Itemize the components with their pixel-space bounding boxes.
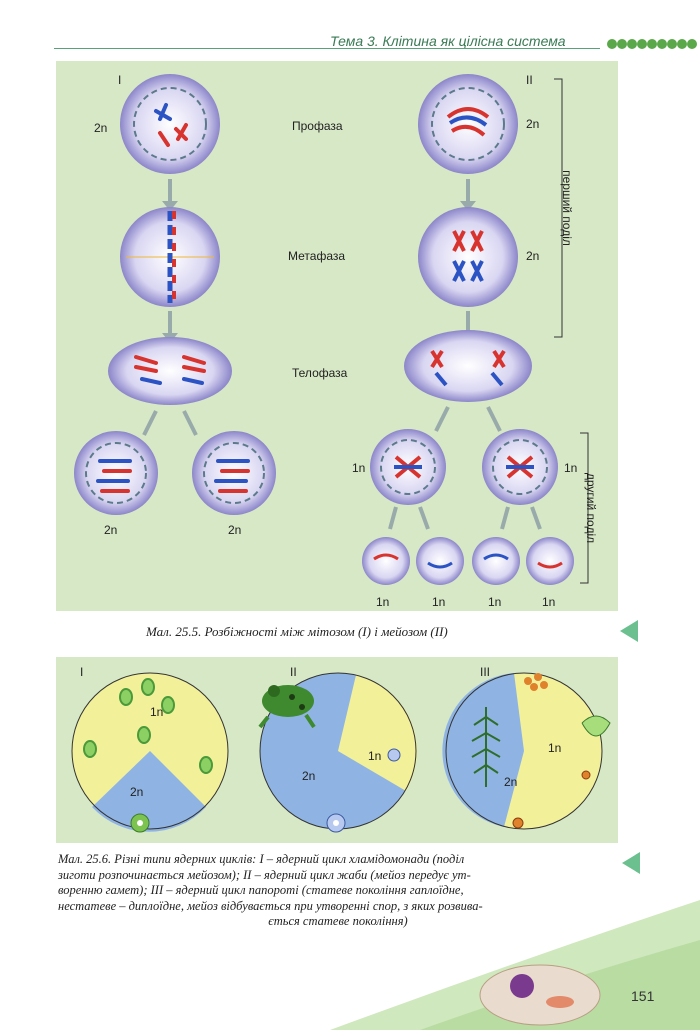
ploidy-label: 1n <box>548 741 562 755</box>
gametophyte-icon <box>581 715 611 737</box>
cycle-chlamydomonas <box>71 672 229 833</box>
roman-numeral-2: II <box>290 665 297 679</box>
ploidy-label: 2n <box>130 785 144 799</box>
ploidy-label: 1n <box>564 461 578 475</box>
gamete-cells <box>362 537 574 585</box>
ploidy-label: 1n <box>150 705 164 719</box>
figure-nuclear-cycles: I II III 1n 2n 1n 2n 1n 2n <box>56 657 618 843</box>
ploidy-label: 2n <box>302 769 316 783</box>
ploidy-label: 2n <box>94 121 108 135</box>
phase-label-telophase: Телофаза <box>292 366 348 380</box>
bracket-label-second-division: другий поділ <box>584 472 598 544</box>
ploidy-label: 1n <box>368 749 382 763</box>
caption-line: нестатеве – диплоїдне, мейоз відбуваєтьс… <box>58 898 483 913</box>
roman-numeral-meiosis: II <box>526 73 533 87</box>
ploidy-label: 2n <box>228 523 242 537</box>
bracket-label-first-division: перший поділ <box>560 170 574 246</box>
roman-numeral-mitosis: I <box>118 73 122 87</box>
figure-caption-25-6: Мал. 25.6. Різні типи ядерних циклів: I … <box>58 852 618 930</box>
mitosis-telophase-cell <box>108 337 232 405</box>
caption-line: зиготи розпочинається мейозом); II – яде… <box>58 867 471 882</box>
figure-caption-25-5: Мал. 25.5. Розбіжності між мітозом (I) і… <box>146 624 448 639</box>
roman-numeral-3: III <box>480 665 491 679</box>
meiosis-prophase-cell <box>418 74 518 174</box>
spores-icon <box>524 673 548 691</box>
phase-label-prophase: Профаза <box>292 119 343 133</box>
caption-line: ється статеве покоління) <box>268 914 408 928</box>
triangle-marker-icon <box>622 852 640 874</box>
ploidy-label: 2n <box>526 117 540 131</box>
ploidy-label: 1n <box>352 461 366 475</box>
ploidy-label: 2n <box>104 523 118 537</box>
running-header: Тема 3. Клітина як цілісна система <box>330 33 566 49</box>
caption-line: Мал. 25.6. Різні типи ядерних циклів: I … <box>58 852 465 866</box>
ploidy-label: 1n <box>376 595 390 609</box>
page-number: 151 <box>631 988 655 1004</box>
roman-numeral-1: I <box>80 665 84 679</box>
mitosis-prophase-cell <box>120 74 220 174</box>
mitosis-daughter-cell-left <box>74 431 158 515</box>
header-rule <box>54 48 600 49</box>
mitosis-daughter-cell-right <box>192 431 276 515</box>
cycle-frog <box>258 672 417 833</box>
mitosis-meiosis-illustration <box>74 74 589 585</box>
cell-illustration-icon <box>479 964 601 1026</box>
ploidy-label: 1n <box>542 595 556 609</box>
triangle-marker-icon <box>620 620 638 642</box>
figure-mitosis-meiosis: I II 2n 2n 2n Профаза Метафаза Телофаза … <box>56 61 618 611</box>
ploidy-label: 2n <box>526 249 540 263</box>
mitosis-metaphase-cell <box>120 207 220 307</box>
bead-decoration-icon <box>607 39 697 49</box>
ploidy-label: 1n <box>432 595 446 609</box>
cycle-fern <box>442 672 611 830</box>
meiosis-metaphase-cell <box>418 207 518 307</box>
meiosis-ii-cell-right <box>482 429 558 505</box>
meiosis-ii-cell-left <box>370 429 446 505</box>
ploidy-label: 1n <box>488 595 502 609</box>
ploidy-label: 2n <box>504 775 518 789</box>
meiosis-telophase-cell <box>404 330 532 402</box>
caption-line: воренню гамет); III – ядерний цикл папор… <box>58 883 464 897</box>
fern-icon <box>471 707 501 787</box>
frog-icon <box>258 685 316 729</box>
phase-label-metaphase: Метафаза <box>288 249 346 263</box>
nuclear-cycles-illustration <box>71 672 611 833</box>
